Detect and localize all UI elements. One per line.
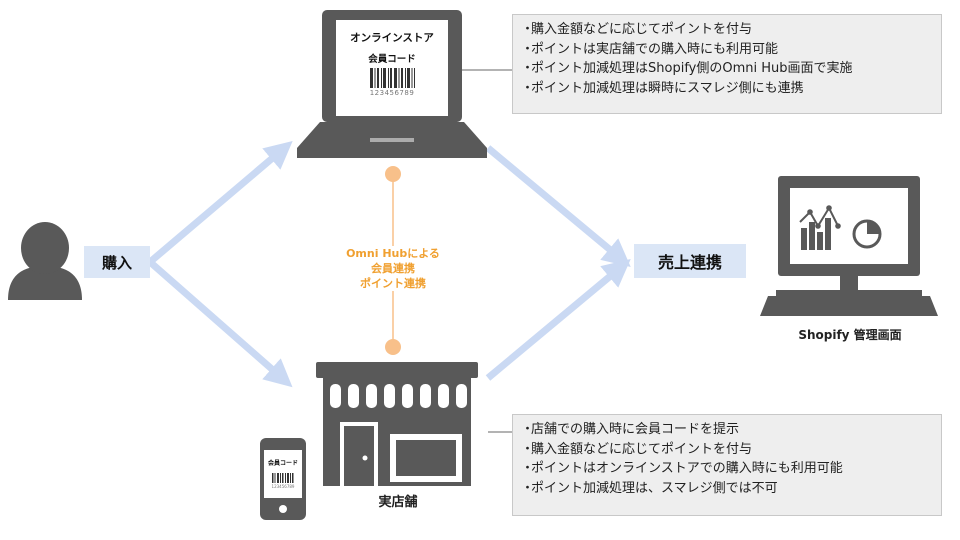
store-note-item: ポイントはオンラインストアでの購入時にも利用可能 bbox=[521, 459, 933, 479]
laptop-barcode-number: 123456789 bbox=[369, 89, 415, 97]
store-awning bbox=[330, 384, 467, 408]
flow-arrows bbox=[147, 140, 631, 388]
shopify-monitor-icon bbox=[760, 176, 938, 316]
online-note-item: ポイント加減処理は瞬時にスマレジ側にも連携 bbox=[521, 79, 933, 99]
online-note-item: 購入金額などに応じてポイントを付与 bbox=[521, 20, 933, 40]
phone-barcode bbox=[272, 473, 294, 483]
omni-hub-label-line1: Omni Hubによる bbox=[346, 247, 440, 260]
store-notes-list: 店舗での購入時に会員コードを提示 購入金額などに応じてポイントを付与 ポイントは… bbox=[521, 420, 933, 498]
store-note-item: ポイント加減処理は、スマレジ側では不可 bbox=[521, 479, 933, 499]
arrow-person-to-laptop bbox=[147, 140, 293, 265]
omni-hub-label: Omni Hubによる 会員連携 ポイント連携 bbox=[330, 246, 456, 291]
omni-hub-label-line2: 会員連携 bbox=[371, 262, 415, 275]
laptop-barcode bbox=[370, 68, 415, 88]
arrow-person-to-store bbox=[147, 259, 293, 388]
person-icon bbox=[8, 222, 82, 300]
link-node-bottom bbox=[385, 339, 401, 355]
bar-chart-icon bbox=[799, 205, 841, 250]
purchase-tag: 購入 bbox=[84, 246, 150, 278]
store-notes-box: 店舗での購入時に会員コードを提示 購入金額などに応じてポイントを付与 ポイントは… bbox=[512, 414, 942, 516]
pie-chart-icon bbox=[852, 219, 882, 249]
laptop-member-code-label: 会員コード bbox=[368, 54, 416, 65]
phone-barcode-number: 123456789 bbox=[271, 484, 295, 489]
sales-sync-tag: 売上連携 bbox=[634, 244, 746, 278]
link-node-top bbox=[385, 166, 401, 182]
online-note-item: ポイント加減処理はShopify側のOmni Hub画面で実施 bbox=[521, 59, 933, 79]
phone-member-code-label: 会員コード bbox=[267, 460, 298, 467]
online-note-item: ポイントは実店舗での購入時にも利用可能 bbox=[521, 40, 933, 60]
shopify-admin-caption: Shopify 管理画面 bbox=[798, 328, 902, 342]
omni-hub-label-line3: ポイント連携 bbox=[360, 277, 426, 290]
store-note-item: 店舗での購入時に会員コードを提示 bbox=[521, 420, 933, 440]
arrow-laptop-to-shopify bbox=[485, 145, 631, 267]
online-notes-list: 購入金額などに応じてポイントを付与 ポイントは実店舗での購入時にも利用可能 ポイ… bbox=[521, 20, 933, 98]
store-front bbox=[340, 422, 462, 486]
online-store-title: オンラインストア bbox=[350, 32, 434, 44]
arrow-store-to-shopify bbox=[485, 259, 631, 381]
online-notes-box: 購入金額などに応じてポイントを付与 ポイントは実店舗での購入時にも利用可能 ポイ… bbox=[512, 14, 942, 114]
store-note-item: 購入金額などに応じてポイントを付与 bbox=[521, 440, 933, 460]
store-caption: 実店舗 bbox=[378, 495, 418, 510]
